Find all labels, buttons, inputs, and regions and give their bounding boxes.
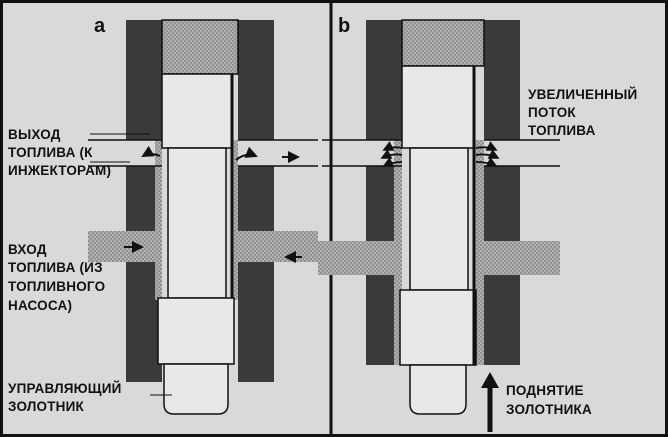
svg-text:ВЫХОД: ВЫХОД (8, 127, 61, 142)
housing-b-right-upper (484, 20, 520, 140)
spool-tip (163, 363, 229, 415)
flow-arrows-right (475, 141, 500, 167)
label-increased-flow: УВЕЛИЧЕННЫЙ ПОТОК ТОПЛИВА (528, 87, 637, 138)
spool-upper-land (161, 73, 233, 149)
housing-b-right-lower (484, 275, 520, 365)
svg-text:ИНЖЕКТОРАМ): ИНЖЕКТОРАМ) (8, 163, 111, 178)
label-inlet: ВХОД ТОПЛИВА (ИЗ ТОПЛИВНОГО НАСОСА) (8, 242, 105, 313)
svg-text:ТОПЛИВНОГО: ТОПЛИВНОГО (8, 279, 105, 294)
svg-text:УВЕЛИЧЕННЫЙ: УВЕЛИЧЕННЫЙ (528, 87, 637, 102)
inlet-b-right (520, 241, 560, 275)
spool-stem (167, 147, 227, 299)
svg-text:ТОПЛИВА (ИЗ: ТОПЛИВА (ИЗ (8, 260, 103, 275)
fuel-gap-right (232, 140, 238, 300)
label-outlet: ВЫХОД ТОПЛИВА (К ИНЖЕКТОРАМ) (8, 127, 111, 178)
flow-arrows-left (380, 141, 403, 167)
inlet-b-left (318, 241, 366, 275)
panel-letter-a: a (94, 15, 106, 37)
housing-right-middle (238, 166, 274, 231)
inlet-left (88, 231, 126, 262)
housing-left-upper (126, 20, 162, 140)
label-spool-lift: ПОДНЯТИЕ ЗОЛОТНИКА (506, 383, 592, 417)
top-cap (161, 19, 239, 75)
housing-right-upper (238, 20, 274, 140)
spool-b-stem (409, 147, 469, 291)
svg-text:ПОДНЯТИЕ: ПОДНЯТИЕ (506, 383, 584, 398)
svg-text:ТОПЛИВА (К: ТОПЛИВА (К (8, 145, 93, 160)
fuel-gap-left (155, 140, 162, 300)
lift-arrow-head (481, 372, 499, 388)
svg-text:НАСОСА): НАСОСА) (8, 298, 72, 313)
inlet-right (238, 231, 318, 262)
svg-text:ТОПЛИВА: ТОПЛИВА (528, 123, 596, 138)
panel-a: a ВЫХОД ТОПЛИВА (К ИНЖЕКТОРАМ) ВХОД ТОПЛ… (8, 15, 318, 415)
label-spool: УПРАВЛЯЮЩИЙ ЗОЛОТНИК (8, 381, 122, 414)
panel-letter-b: b (338, 15, 350, 37)
top-cap-b (401, 19, 485, 67)
housing-b-right-middle (484, 166, 520, 241)
spool-b-upper-land (401, 65, 475, 149)
panel-b: b УВЕЛИЧЕННЫЙ ПОТОК ТОПЛИВА ПОДНЯТИЕ ЗОЛ… (318, 15, 637, 432)
housing-b-left-upper (366, 20, 402, 140)
svg-text:ВХОД: ВХОД (8, 242, 47, 257)
housing-right-lower (238, 262, 274, 382)
spool-lower-land (157, 297, 235, 365)
spool-b-lower-land (399, 289, 477, 366)
spool-b-tip (409, 364, 467, 415)
svg-text:ПОТОК: ПОТОК (528, 105, 576, 120)
svg-text:ЗОЛОТНИК: ЗОЛОТНИК (8, 399, 85, 414)
svg-text:ЗОЛОТНИКА: ЗОЛОТНИКА (506, 402, 592, 417)
svg-text:УПРАВЛЯЮЩИЙ: УПРАВЛЯЮЩИЙ (8, 381, 122, 396)
